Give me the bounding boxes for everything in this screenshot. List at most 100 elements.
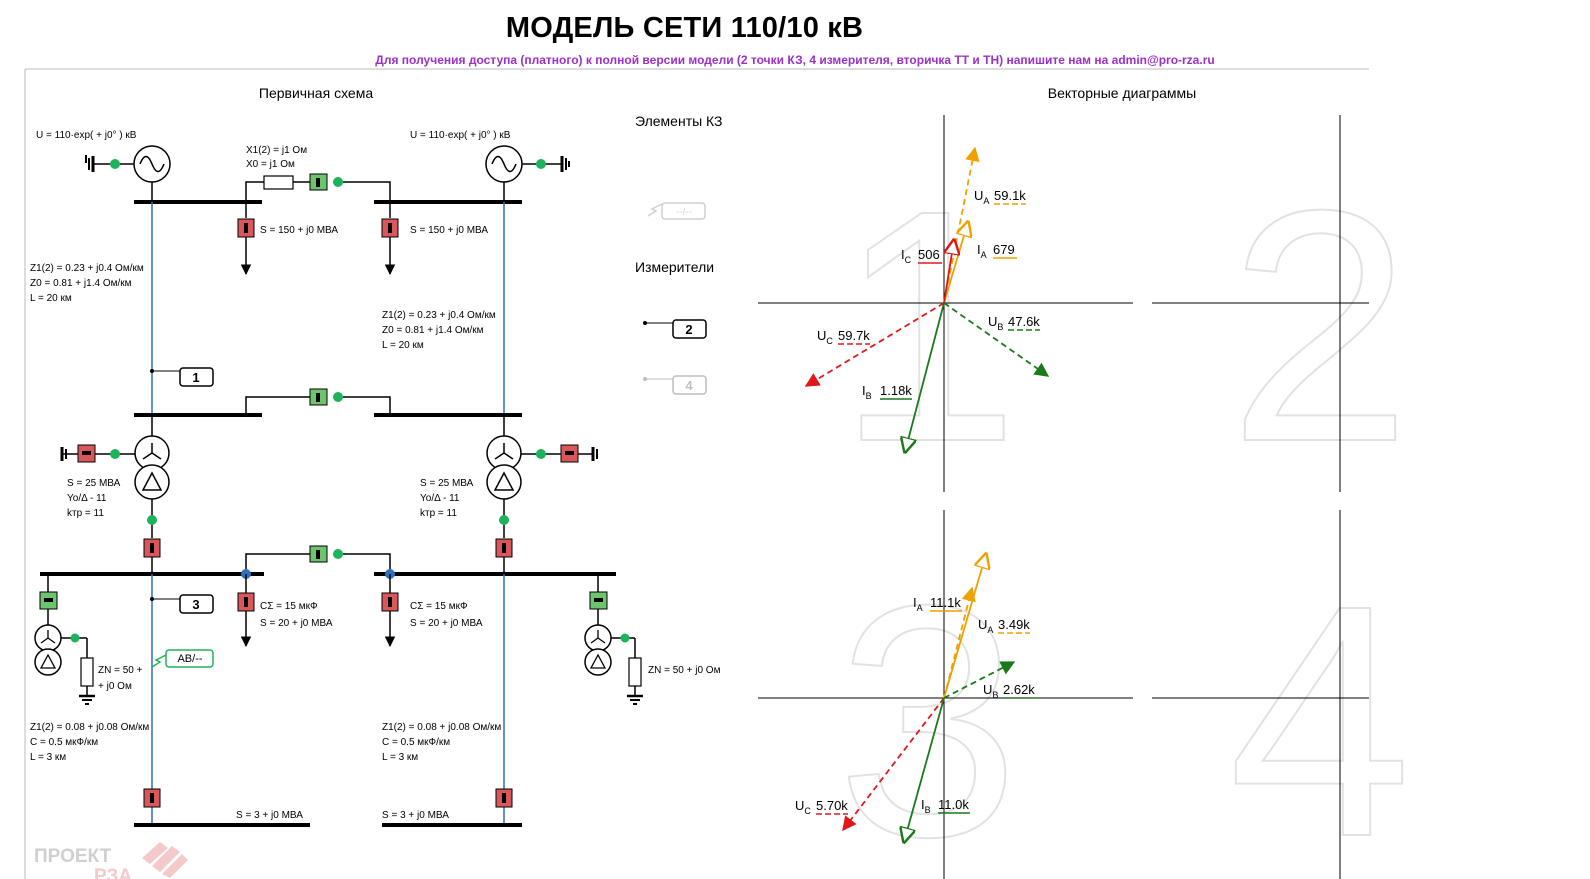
meter-4[interactable]: 4: [643, 375, 707, 395]
panel-number: 1: [836, 141, 1020, 510]
label-UC: 5.70k: [816, 798, 848, 813]
node[interactable]: [536, 159, 546, 169]
vector-UA: [943, 586, 976, 699]
transformer-left[interactable]: [134, 435, 170, 500]
line110-right-z1: Z1(2) = 0.23 + j0.4 Ом/км: [382, 310, 496, 321]
neutral-resistor-left[interactable]: [80, 657, 94, 687]
line110-left-z0: Z0 = 0.81 + j1.4 Ом/км: [30, 278, 132, 289]
node[interactable]: [147, 515, 157, 525]
x1-label: X1(2) = j1 Ом: [246, 145, 307, 156]
svg-text:IA: IA: [977, 242, 987, 260]
line10-right-c: C = 0.5 мкФ/км: [382, 737, 450, 748]
zn-right-label: ZN = 50 + j0 Ом: [648, 665, 721, 676]
vector-UA: [943, 146, 980, 304]
project-rza-logo: ПРОЕКТ РЗА: [34, 842, 188, 879]
node[interactable]: [333, 392, 343, 402]
vector-panel-1: 1 UA 59.1k IA 679 IC 506 UB 47.6k UC 59.…: [758, 115, 1133, 511]
svg-text:IB: IB: [862, 383, 872, 401]
svg-text:РЗА: РЗА: [94, 866, 132, 879]
meter-3[interactable]: [179, 594, 214, 614]
vector-panel-3: 3 IA 11.1k UA 3.49k UB 2.62k UC 5.70k IB…: [758, 510, 1133, 879]
end-load-right-label: S = 3 + j0 МВА: [382, 810, 449, 821]
svg-text:UC: UC: [795, 798, 811, 816]
generator-right[interactable]: [485, 145, 523, 183]
label-IA: 679: [993, 242, 1015, 257]
label-IB: 11.0k: [938, 797, 969, 812]
line110-right-z0: Z0 = 0.81 + j1.4 Ом/км: [382, 325, 484, 336]
line110-right-len: L = 20 км: [382, 340, 424, 351]
line10-left-len: L = 3 км: [30, 752, 66, 763]
label-IA: 11.1k: [930, 595, 961, 610]
vector-panel-4: 4: [1152, 510, 1413, 879]
node[interactable]: [333, 549, 343, 559]
trafo-left-k: kтр = 11: [67, 508, 104, 519]
panel-number: 4: [1228, 536, 1412, 879]
load10-right-label: S = 20 + j0 МВА: [410, 618, 483, 629]
meter-3-label: 3: [192, 597, 199, 612]
fault-element[interactable]: [165, 649, 214, 668]
node[interactable]: [620, 633, 630, 643]
label-UA: 3.49k: [998, 617, 1030, 632]
vector-IB: [905, 302, 945, 452]
meter-2[interactable]: [672, 319, 707, 339]
node[interactable]: [499, 515, 509, 525]
node[interactable]: [333, 177, 343, 187]
node[interactable]: [110, 449, 120, 459]
vector-IB: [904, 697, 945, 842]
transformer-right[interactable]: [486, 435, 522, 500]
network-model: Первичная схема U = 110·exp( + j0° ) кВ …: [24, 68, 1413, 879]
grounding-transformer-right[interactable]: [584, 624, 612, 676]
load10-left-label: S = 20 + j0 МВА: [260, 618, 333, 629]
meter-2-label: 2: [685, 322, 692, 337]
end-load-left-label: S = 3 + j0 МВА: [236, 810, 303, 821]
reactance-x[interactable]: [263, 175, 294, 190]
grounding-transformer-left[interactable]: [34, 624, 62, 676]
node[interactable]: [536, 449, 546, 459]
load110-left-label: S = 150 + j0 МВА: [260, 225, 338, 236]
line10-left-c: C = 0.5 мкФ/км: [30, 737, 98, 748]
line10-right-z1: Z1(2) = 0.08 + j0.08 Ом/км: [382, 722, 501, 733]
panel-number: 2: [1228, 141, 1412, 510]
page-title: МОДЕЛЬ СЕТИ 110/10 кВ: [505, 12, 864, 44]
meter-1-label: 1: [192, 370, 199, 385]
trafo-left-group: Yo/Δ - 11: [67, 493, 107, 504]
trafo-right-k: kтр = 11: [420, 508, 457, 519]
neutral-resistor-right[interactable]: [628, 657, 642, 687]
load110-right-label: S = 150 + j0 МВА: [410, 225, 488, 236]
vector-UB: [943, 302, 1050, 377]
line110-left-z1: Z1(2) = 0.23 + j0.4 Ом/км: [30, 263, 144, 274]
svg-text:IA: IA: [913, 595, 923, 613]
zn-left-line1: ZN = 50 +: [98, 665, 143, 676]
line10-left-z1: Z1(2) = 0.08 + j0.08 Ом/км: [30, 722, 149, 733]
label-UB: 47.6k: [1008, 314, 1040, 329]
fault-tag-label: AB/--: [177, 653, 202, 665]
svg-text:UC: UC: [817, 328, 833, 346]
kz-title: Элементы КЗ: [635, 113, 723, 129]
panel-number: 3: [836, 536, 1020, 879]
node[interactable]: [110, 159, 120, 169]
vector-IA: [943, 222, 968, 304]
trafo-right-s: S = 25 МВА: [420, 478, 474, 489]
primary-title: Первичная схема: [259, 85, 373, 101]
label-UB: 2.62k: [1003, 682, 1035, 697]
source-left-label: U = 110·exp( + j0° ) кВ: [36, 130, 137, 141]
generator-left[interactable]: [133, 145, 171, 183]
vector-UC: [842, 697, 945, 832]
line10-right-len: L = 3 км: [382, 752, 418, 763]
access-note: Для получения доступа (платного) к полно…: [375, 53, 1215, 67]
trafo-right-group: Yo/Δ - 11: [420, 493, 460, 504]
vector-UB: [943, 661, 1016, 699]
node[interactable]: [70, 633, 80, 643]
vector-UC: [804, 302, 945, 387]
vectors-title: Векторные диаграммы: [1048, 85, 1196, 101]
vector-IC: [943, 240, 954, 304]
label-IB: 1.18k: [880, 383, 912, 398]
svg-text:IB: IB: [921, 797, 931, 815]
label-IC: 506: [918, 247, 940, 262]
meter-1[interactable]: [179, 367, 214, 387]
meters-title: Измерители: [635, 259, 714, 275]
meter-4-label: 4: [685, 378, 693, 393]
cap-right-label: CΣ = 15 мкФ: [410, 601, 468, 612]
source-right-label: U = 110·exp( + j0° ) кВ: [410, 130, 511, 141]
kz-element-template[interactable]: --/--: [647, 202, 706, 220]
